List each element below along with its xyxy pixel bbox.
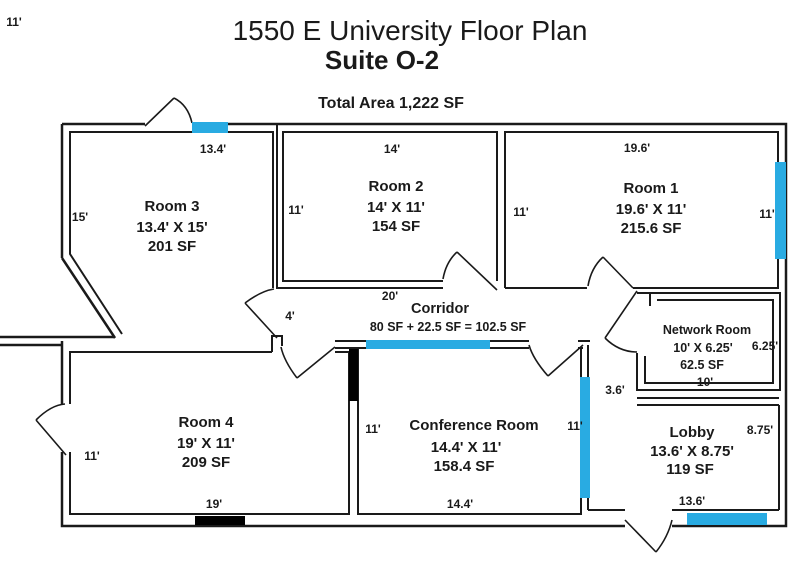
network-area: 62.5 SF	[680, 358, 724, 372]
threshold-room4-conference	[349, 349, 358, 401]
dim-conference-left: 11'	[365, 422, 381, 436]
room3-name: Room 3	[144, 198, 199, 215]
room3-area: 201 SF	[148, 238, 196, 255]
corridor-area-formula: 80 SF + 22.5 SF = 102.5 SF	[370, 320, 527, 334]
room2-label: Room 2 14' X 11' 154 SF	[367, 178, 425, 235]
lobby-area: 119 SF	[666, 461, 714, 478]
room4-area: 209 SF	[182, 454, 230, 471]
dim-room1-top: 19.6'	[624, 141, 650, 155]
dim-room2-top: 14'	[384, 142, 400, 156]
interior-walls	[69, 124, 781, 515]
room2-dims: 14' X 11'	[367, 199, 425, 216]
network-room-label: Network Room 10' X 6.25' 62.5 SF	[663, 323, 751, 372]
room4-dims: 19' X 11'	[177, 435, 235, 452]
dim-lobby-bottom: 13.6'	[679, 494, 705, 508]
conference-area: 158.4 SF	[434, 458, 495, 475]
room4-name: Room 4	[178, 414, 234, 431]
window-corridor-wall	[366, 340, 490, 349]
dim-lobby-right: 8.75'	[747, 423, 773, 437]
dim-network-bottom: 10'	[697, 375, 713, 389]
dim-room4-left: 11'	[84, 449, 100, 463]
threshold-room4-bottom	[195, 516, 245, 525]
dim-corridor-length: 20'	[382, 289, 398, 303]
room2-name: Room 2	[368, 178, 423, 195]
window-room3-top	[192, 122, 228, 133]
dim-room1-right: 11'	[759, 207, 775, 221]
room1-label: Room 1 19.6' X 11' 215.6 SF	[616, 180, 687, 237]
dim-top-window: 13.4'	[200, 142, 226, 156]
dim-room3-left: 15'	[72, 210, 88, 224]
conference-dims: 14.4' X 11'	[431, 439, 502, 456]
lobby-name: Lobby	[670, 424, 716, 441]
dim-room4-bottom: 19'	[206, 497, 222, 511]
conference-label: Conference Room 14.4' X 11' 158.4 SF	[409, 417, 538, 475]
room4-label: Room 4 19' X 11' 209 SF	[177, 414, 235, 471]
conference-name: Conference Room	[409, 417, 538, 434]
dim-room1-left: 11'	[513, 205, 529, 219]
network-name: Network Room	[663, 323, 751, 337]
window-lobby-bottom	[687, 513, 767, 525]
total-area-label: Total Area 1,222 SF	[318, 95, 464, 112]
door-swing-arcs	[35, 97, 673, 553]
lobby-label: Lobby 13.6' X 8.75' 119 SF	[650, 424, 734, 478]
room3-label: Room 3 13.4' X 15' 201 SF	[136, 198, 207, 255]
lobby-dims: 13.6' X 8.75'	[650, 443, 734, 460]
network-dims: 10' X 6.25'	[673, 341, 732, 355]
dim-conference-bottom: 14.4'	[447, 497, 473, 511]
dim-network-right: 6.25'	[752, 339, 778, 353]
corner-dim-label: 11'	[6, 15, 22, 29]
suite-subtitle: Suite O-2	[325, 45, 439, 75]
room2-area: 154 SF	[372, 218, 420, 235]
window-conference-right	[580, 377, 590, 498]
room1-name: Room 1	[623, 180, 678, 197]
dim-conference-right: 11'	[567, 419, 583, 433]
dim-passage-width: 3.6'	[605, 383, 625, 397]
room1-area: 215.6 SF	[621, 220, 682, 237]
room3-dims: 13.4' X 15'	[136, 219, 207, 236]
page-title: 1550 E University Floor Plan	[233, 15, 588, 46]
exterior-walls	[0, 122, 788, 528]
dim-room2-left: 11'	[288, 203, 304, 217]
dim-branch-width: 4'	[285, 309, 295, 323]
room1-dims: 19.6' X 11'	[616, 201, 687, 218]
window-room1-right	[775, 162, 786, 259]
corridor-label: Corridor 80 SF + 22.5 SF = 102.5 SF	[370, 301, 527, 334]
corridor-name: Corridor	[411, 301, 469, 317]
